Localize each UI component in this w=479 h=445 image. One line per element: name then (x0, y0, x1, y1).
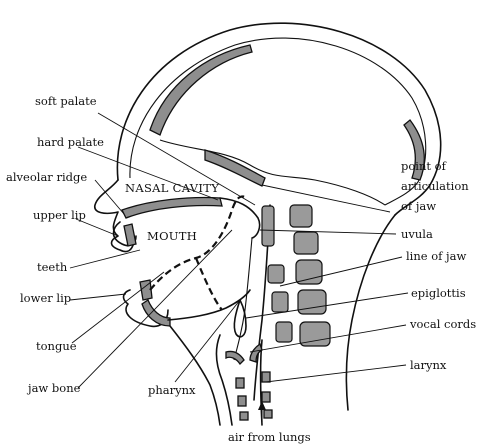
leader-jaw-bone (78, 230, 232, 388)
tongue-curve (150, 196, 246, 290)
label-jaw-bone: jaw bone (26, 381, 81, 395)
skull-base (160, 140, 385, 205)
trachea-ring (262, 392, 270, 402)
label-alveolar-ridge: alveolar ridge (6, 170, 87, 184)
label-mouth: MOUTH (147, 229, 197, 243)
tongue-back (196, 258, 222, 310)
trachea-ring (264, 410, 272, 418)
neck-back (346, 215, 395, 410)
label-teeth: teeth (37, 260, 68, 274)
vertebra-small (276, 322, 292, 342)
trachea-ring (262, 372, 270, 382)
label-vocal-cords: vocal cords (409, 317, 476, 331)
label-epiglottis: epiglottis (411, 286, 466, 300)
leader-point-of-articulation (262, 185, 390, 212)
vertebra-small (272, 292, 288, 312)
label-hard-palate: hard palate (37, 135, 104, 149)
label-upper-lip: upper lip (33, 208, 86, 222)
label-uvula: uvula (401, 227, 433, 241)
trachea-ring (238, 396, 246, 406)
vocal-cord-front (226, 351, 244, 364)
label-lower-lip: lower lip (20, 291, 71, 305)
vertebra (296, 260, 322, 284)
larynx-front (216, 335, 232, 425)
label-point-of-articulation-2: articulation (401, 179, 469, 193)
leader-larynx (266, 365, 406, 382)
skull-inner-outline (130, 38, 426, 205)
label-larynx: larynx (410, 358, 447, 372)
label-line-of-jaw: line of jaw (406, 249, 466, 263)
vertebra (294, 232, 318, 254)
leader-uvula (260, 230, 396, 234)
label-nasal-cavity: NASAL CAVITY (125, 181, 219, 195)
leader-epiglottis (246, 293, 408, 318)
leader-pharynx (175, 300, 240, 382)
label-pharynx: pharynx (148, 383, 196, 397)
pharynx-wall-front (234, 238, 252, 360)
leader-teeth (70, 250, 140, 268)
neck-front (170, 326, 220, 425)
trachea-ring (236, 378, 244, 388)
leader-lower-lip (70, 294, 126, 300)
label-point-of-articulation-3: of jaw (401, 199, 436, 213)
label-soft-palate: soft palate (35, 94, 97, 108)
label-air-from-lungs: air from lungs (228, 430, 311, 444)
vertebra-small (268, 265, 284, 283)
vertebra-small (262, 206, 274, 246)
trachea-ring (240, 412, 248, 420)
label-tongue: tongue (36, 339, 77, 353)
hard-palate-bone (122, 198, 222, 219)
jaw-bone-shading (142, 300, 170, 326)
vertebra (290, 205, 312, 227)
label-point-of-articulation-1: point of (401, 159, 447, 173)
upper-teeth (124, 224, 136, 246)
vertebra (298, 290, 326, 314)
